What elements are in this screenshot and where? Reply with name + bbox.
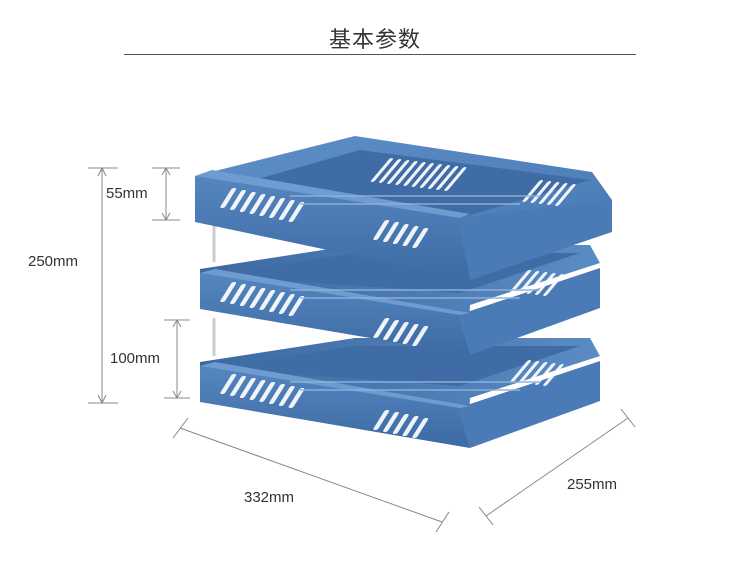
- tray-bottom: [200, 338, 600, 448]
- tray-floor-slats: [290, 195, 540, 391]
- title-divider: [124, 54, 636, 55]
- dimension-lines: [88, 166, 636, 533]
- section-title: 基本参数: [328, 28, 421, 53]
- dimension-label-332mm: 332mm: [244, 489, 295, 506]
- dimension-label-55mm: 55mm: [106, 185, 148, 202]
- width-dimension-line: [179, 427, 443, 523]
- dimension-label-100mm: 100mm: [110, 350, 161, 367]
- vent-slots: [220, 158, 576, 438]
- dimension-label-250mm: 250mm: [28, 253, 79, 270]
- depth-dimension-line: [485, 417, 629, 517]
- dimension-label-255mm: 255mm: [567, 476, 618, 493]
